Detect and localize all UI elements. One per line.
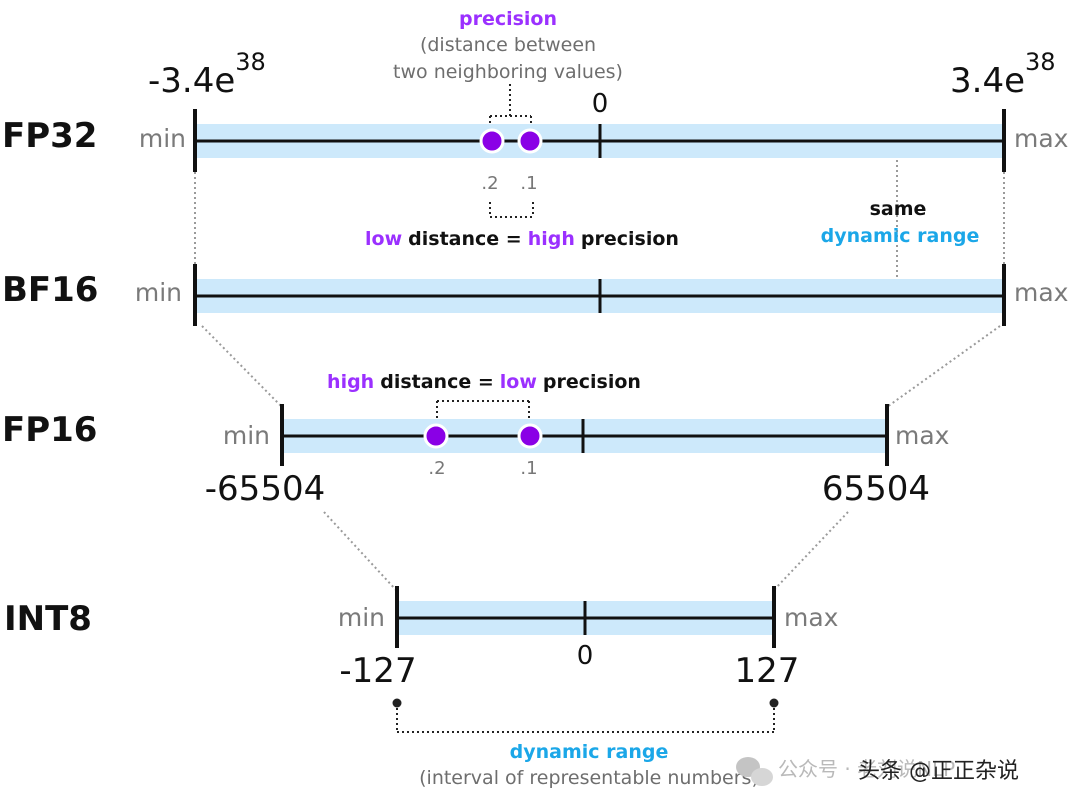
fp16-point-b (517, 423, 543, 449)
dynamic-range-title: dynamic range (510, 741, 669, 763)
fp32-point-b-label: .1 (520, 173, 537, 194)
fp16-point-b-label: .1 (520, 458, 537, 479)
fp16-min-value: -65504 (205, 469, 325, 509)
dynamic-range-left-dot (392, 698, 402, 708)
watermark-author: 头条 @正正杂说 (858, 759, 1019, 784)
same-range-line1: same (870, 198, 927, 220)
fp16-point-a (423, 423, 449, 449)
same-range-line2: dynamic range (821, 225, 980, 247)
row-connectors (194, 160, 1005, 591)
bf16-label: BF16 (2, 270, 98, 310)
dynamic-range-right-dot (769, 698, 779, 708)
bf16-max-label: max (1014, 278, 1068, 307)
fp32-label: FP32 (2, 116, 97, 156)
dynamic-range-subtitle: (interval of representable numbers) (419, 767, 759, 789)
int8-max-label: max (784, 603, 838, 632)
precision-desc-line1: (distance between (420, 34, 596, 56)
fp32-point-a (479, 128, 505, 154)
connector-bf16-fp16-right (886, 325, 1001, 408)
bf16-min-label: min (135, 278, 182, 307)
fp32-point-a-label: .2 (481, 173, 498, 194)
watermark-account: 公众号 · 老刘说NLP (778, 757, 955, 781)
precision-title: precision (459, 8, 557, 30)
fp16-label: FP16 (2, 410, 97, 450)
int8-zero-label: 0 (577, 641, 594, 671)
wechat-icon (736, 757, 773, 786)
int8-max-value: 127 (735, 651, 800, 691)
watermark: 公众号 · 老刘说NLP 头条 @正正杂说 (736, 757, 1019, 786)
fp16-min-label: min (223, 421, 270, 450)
fp16-max-value: 65504 (822, 469, 930, 509)
fp32-max-value: 3.4e38 (950, 48, 1056, 101)
connector-fp16-int8-left (323, 511, 397, 591)
dynamic-range-bracket (396, 703, 775, 733)
fp16-point-a-label: .2 (428, 458, 445, 479)
fp32-precision-bracket-bottom (489, 202, 534, 218)
fp16-max-label: max (895, 421, 949, 450)
fp32-zero-label: 0 (592, 89, 609, 119)
fp32-min-label: min (139, 124, 186, 153)
int8-min-value: -127 (339, 651, 416, 691)
fp32-max-label: max (1014, 124, 1068, 153)
fp32-min-value: -3.4e38 (148, 48, 266, 101)
fp32-point-b (517, 128, 543, 154)
fp16-precision-bracket (436, 400, 530, 423)
int8-label: INT8 (4, 599, 92, 639)
connector-fp16-int8-right (773, 511, 849, 591)
int8-min-label: min (338, 603, 385, 632)
precision-desc-line2: two neighboring values) (393, 61, 623, 83)
fp32-precision-bracket-top (489, 84, 532, 126)
connector-bf16-fp16-left (201, 325, 283, 408)
